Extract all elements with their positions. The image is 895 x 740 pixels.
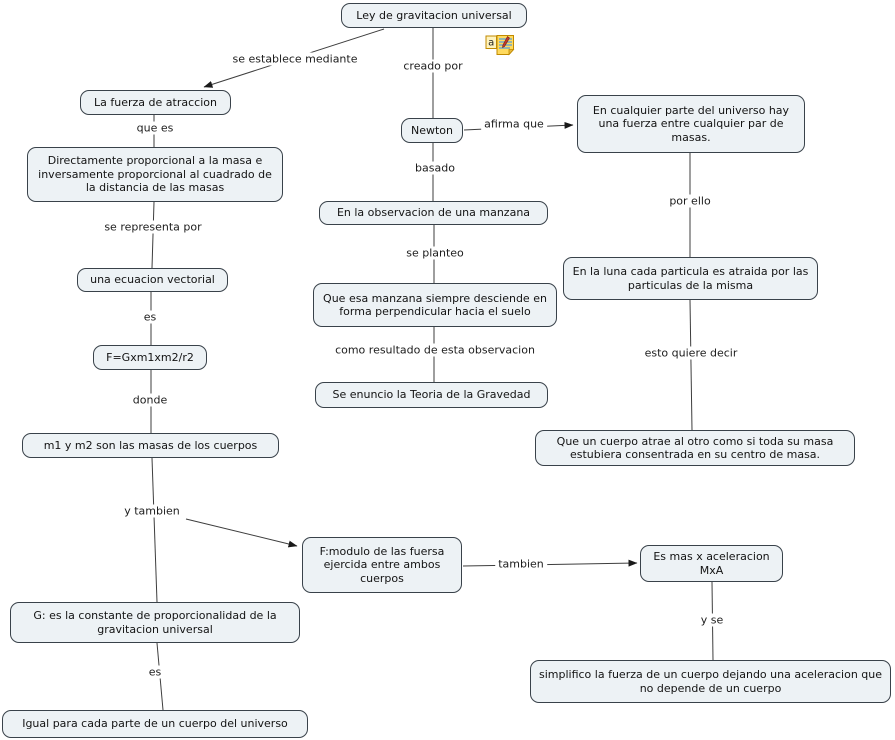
node-ley-gravitacion-universal[interactable]: Ley de gravitacion universal: [341, 3, 527, 28]
connector-ytambien-to-modulo[interactable]: [185, 518, 298, 548]
link-label-se-representa-por[interactable]: se representa por: [101, 220, 205, 234]
annotation-icon[interactable]: a: [485, 34, 515, 56]
link-label-creado-por[interactable]: creado por: [400, 59, 466, 73]
link-label-que-es[interactable]: que es: [133, 121, 177, 135]
node-teoria-gravedad[interactable]: Se enuncio la Teoria de la Gravedad: [315, 382, 548, 408]
link-label-y-tambien[interactable]: y tambien: [121, 504, 183, 518]
link-label-como-resultado[interactable]: como resultado de esta observacion: [332, 343, 538, 357]
node-centro-masa[interactable]: Que un cuerpo atrae al otro como si toda…: [535, 430, 855, 466]
node-constante-g[interactable]: G: es la constante de proporcionalidad d…: [10, 602, 300, 643]
connector-modulo-to-mxa[interactable]: [462, 559, 638, 567]
node-newton[interactable]: Newton: [401, 118, 463, 143]
link-label-se-establece-mediante[interactable]: se establece mediante: [229, 52, 361, 66]
node-observacion-manzana[interactable]: En la observacion de una manzana: [319, 201, 548, 225]
node-simplifico[interactable]: simplifico la fuerza de un cuerpo dejand…: [530, 660, 891, 703]
link-label-afirma-que[interactable]: afirma que: [481, 117, 547, 131]
link-label-tambien[interactable]: tambien: [495, 557, 547, 571]
node-fuerza-atraccion[interactable]: La fuerza de atraccion: [80, 90, 231, 115]
node-formula[interactable]: F=Gxm1xm2/r2: [93, 345, 207, 370]
svg-text:a: a: [488, 38, 494, 49]
link-label-por-ello[interactable]: por ello: [666, 194, 714, 208]
connector-masas-to-constante[interactable]: [151, 457, 158, 603]
link-label-se-planteo[interactable]: se planteo: [403, 246, 467, 260]
link-label-donde[interactable]: donde: [129, 393, 171, 407]
link-label-esto-quiere-decir[interactable]: esto quiere decir: [641, 346, 741, 360]
link-label-y-se[interactable]: y se: [697, 613, 727, 627]
node-manzana-desciende[interactable]: Que esa manzana siempre desciende en for…: [313, 283, 557, 327]
node-luna-particulas[interactable]: En la luna cada particula es atraida por…: [563, 257, 818, 300]
node-igual-universo[interactable]: Igual para cada parte de un cuerpo del u…: [2, 710, 308, 738]
link-label-es-2[interactable]: es: [145, 665, 165, 679]
connector-proporcional-to-ecuacion[interactable]: [151, 201, 155, 269]
node-ecuacion-vectorial[interactable]: una ecuacion vectorial: [77, 268, 228, 292]
node-proporcional-masa[interactable]: Directamente proporcional a la masa e in…: [27, 147, 283, 202]
link-label-es-1[interactable]: es: [140, 310, 160, 324]
node-fuerza-universo[interactable]: En cualquier parte del universo hay una …: [577, 95, 805, 153]
node-modulo-fuerza[interactable]: F:modulo de las fuersa ejercida entre am…: [302, 537, 462, 593]
connector-luna-to-centro-masa[interactable]: [689, 299, 693, 431]
link-label-basado[interactable]: basado: [412, 161, 458, 175]
node-masas-cuerpos[interactable]: m1 y m2 son las masas de los cuerpos: [22, 433, 279, 458]
node-masa-x-aceleracion[interactable]: Es mas x aceleracion MxA: [640, 545, 783, 582]
